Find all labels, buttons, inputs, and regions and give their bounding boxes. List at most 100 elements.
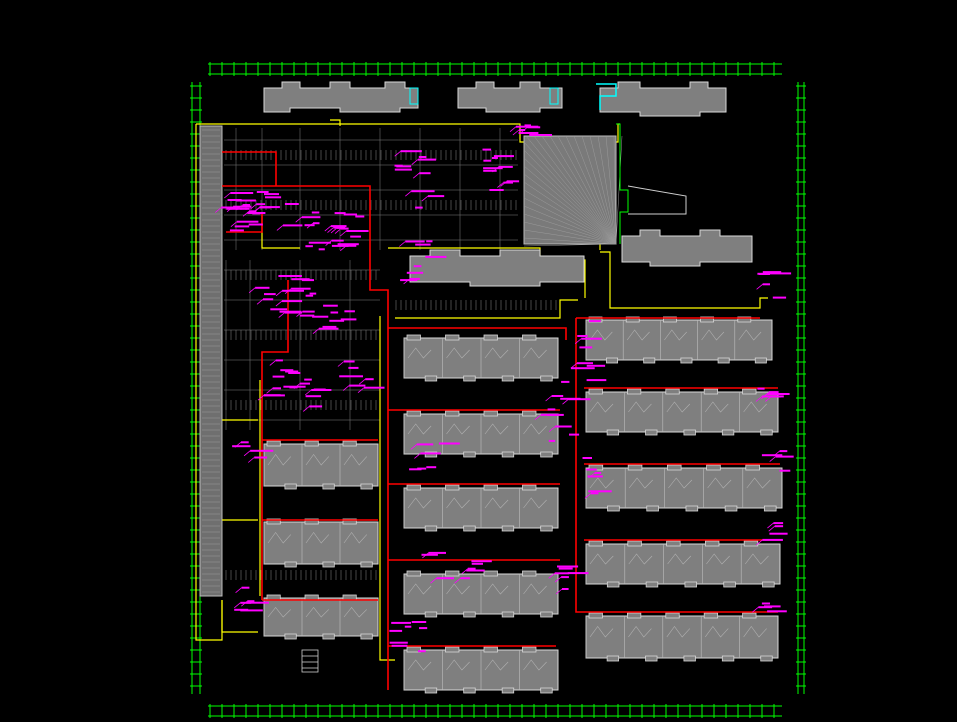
annotation-mark	[764, 605, 781, 608]
annotation-mark	[318, 248, 325, 251]
annotation-mark	[312, 315, 329, 318]
annotation-mark	[417, 467, 427, 470]
annotation-mark	[569, 433, 580, 436]
annotation-mark	[548, 439, 556, 442]
annotation-leader	[278, 312, 285, 318]
annotation-leader	[421, 195, 429, 202]
annotation-mark	[594, 472, 602, 474]
building-block[interactable]	[585, 316, 773, 364]
annotation-mark	[355, 215, 365, 218]
annotation-mark	[305, 395, 322, 398]
annotation-mark	[493, 155, 514, 158]
building-block[interactable]	[403, 334, 559, 382]
annotation-leader	[430, 577, 437, 584]
annotation-mark	[411, 621, 427, 623]
annotation-mark	[577, 335, 588, 337]
annotation-mark	[340, 318, 357, 321]
annotation-mark	[772, 296, 787, 299]
annotation-mark	[343, 360, 355, 363]
building-block[interactable]	[403, 570, 559, 618]
building-block[interactable]	[263, 81, 419, 113]
annotation-mark	[436, 577, 454, 580]
annotation-mark	[471, 560, 492, 563]
annotation-mark	[241, 586, 250, 589]
annotation-mark	[272, 387, 281, 390]
building-block[interactable]	[599, 81, 727, 117]
building-block[interactable]	[585, 388, 779, 436]
annotation-mark	[586, 379, 607, 382]
annotation-mark	[471, 562, 483, 565]
annotation-mark	[560, 397, 581, 400]
annotation-mark	[284, 203, 299, 205]
annotation-mark	[275, 359, 283, 362]
annotation-mark	[227, 199, 242, 201]
annotation-mark	[482, 148, 492, 151]
annotation-mark	[330, 225, 347, 228]
annotation-leader	[234, 441, 242, 448]
annotation-mark	[406, 271, 424, 274]
annotation-mark	[313, 222, 320, 225]
annotation-mark	[305, 245, 313, 248]
annotation-mark	[590, 492, 599, 495]
fire-pipe-main	[222, 151, 780, 690]
annotation-leader	[302, 406, 310, 412]
annotation-leader	[250, 203, 257, 210]
annotation-mark	[333, 226, 340, 229]
annotation-leader	[755, 396, 763, 402]
annotations	[215, 124, 794, 653]
building-block[interactable]	[621, 229, 753, 267]
annotation-mark	[309, 292, 317, 295]
annotation-leader	[266, 387, 273, 394]
annotation-mark	[299, 382, 310, 385]
building-block[interactable]	[263, 594, 379, 640]
cyan-stair-detail	[549, 87, 559, 105]
annotation-leader	[548, 426, 556, 432]
annotation-mark	[349, 384, 366, 387]
annotation-mark	[561, 576, 569, 579]
annotation-leader	[521, 126, 528, 133]
annotation-mark	[250, 449, 274, 452]
annotation-mark	[260, 206, 280, 209]
hatch-pattern	[523, 135, 623, 247]
annotation-mark	[247, 212, 266, 214]
building-block[interactable]	[585, 612, 779, 662]
annotation-mark	[329, 319, 345, 322]
annotation-leader	[422, 552, 429, 559]
annotation-mark	[567, 572, 589, 575]
building-block[interactable]	[403, 484, 559, 532]
building-block[interactable]	[409, 249, 585, 287]
annotation-mark	[255, 286, 270, 289]
building-block[interactable]	[585, 540, 781, 588]
building-block[interactable]	[585, 464, 783, 512]
building-block[interactable]	[457, 81, 563, 113]
building-block[interactable]	[263, 440, 379, 490]
annotation-mark	[557, 565, 579, 568]
annotation-leader	[756, 283, 763, 290]
annotation-mark	[551, 395, 564, 397]
annotation-mark	[404, 625, 412, 628]
annotation-mark	[467, 567, 476, 570]
annotation-mark	[419, 627, 428, 630]
annotation-leader	[248, 287, 256, 294]
annotation-leader	[756, 539, 763, 546]
central-hatched-block[interactable]	[523, 135, 617, 245]
annotation-mark	[249, 210, 257, 213]
annotation-mark	[265, 196, 282, 199]
annotation-mark	[762, 271, 782, 274]
annotation-leader	[234, 602, 241, 609]
annotation-mark	[413, 265, 422, 268]
cyan-stair-detail	[409, 87, 419, 105]
annotation-leader	[339, 245, 347, 252]
annotation-mark	[285, 370, 299, 373]
annotation-leader	[276, 225, 284, 231]
annotation-mark	[242, 204, 250, 206]
annotation-mark	[779, 469, 791, 472]
annotation-leader	[588, 472, 595, 479]
building-block[interactable]	[403, 410, 559, 458]
annotation-leader	[340, 230, 347, 237]
building-block[interactable]	[263, 518, 379, 568]
annotation-mark	[757, 387, 765, 390]
annotation-leader	[337, 361, 345, 367]
building-block[interactable]	[403, 646, 559, 694]
